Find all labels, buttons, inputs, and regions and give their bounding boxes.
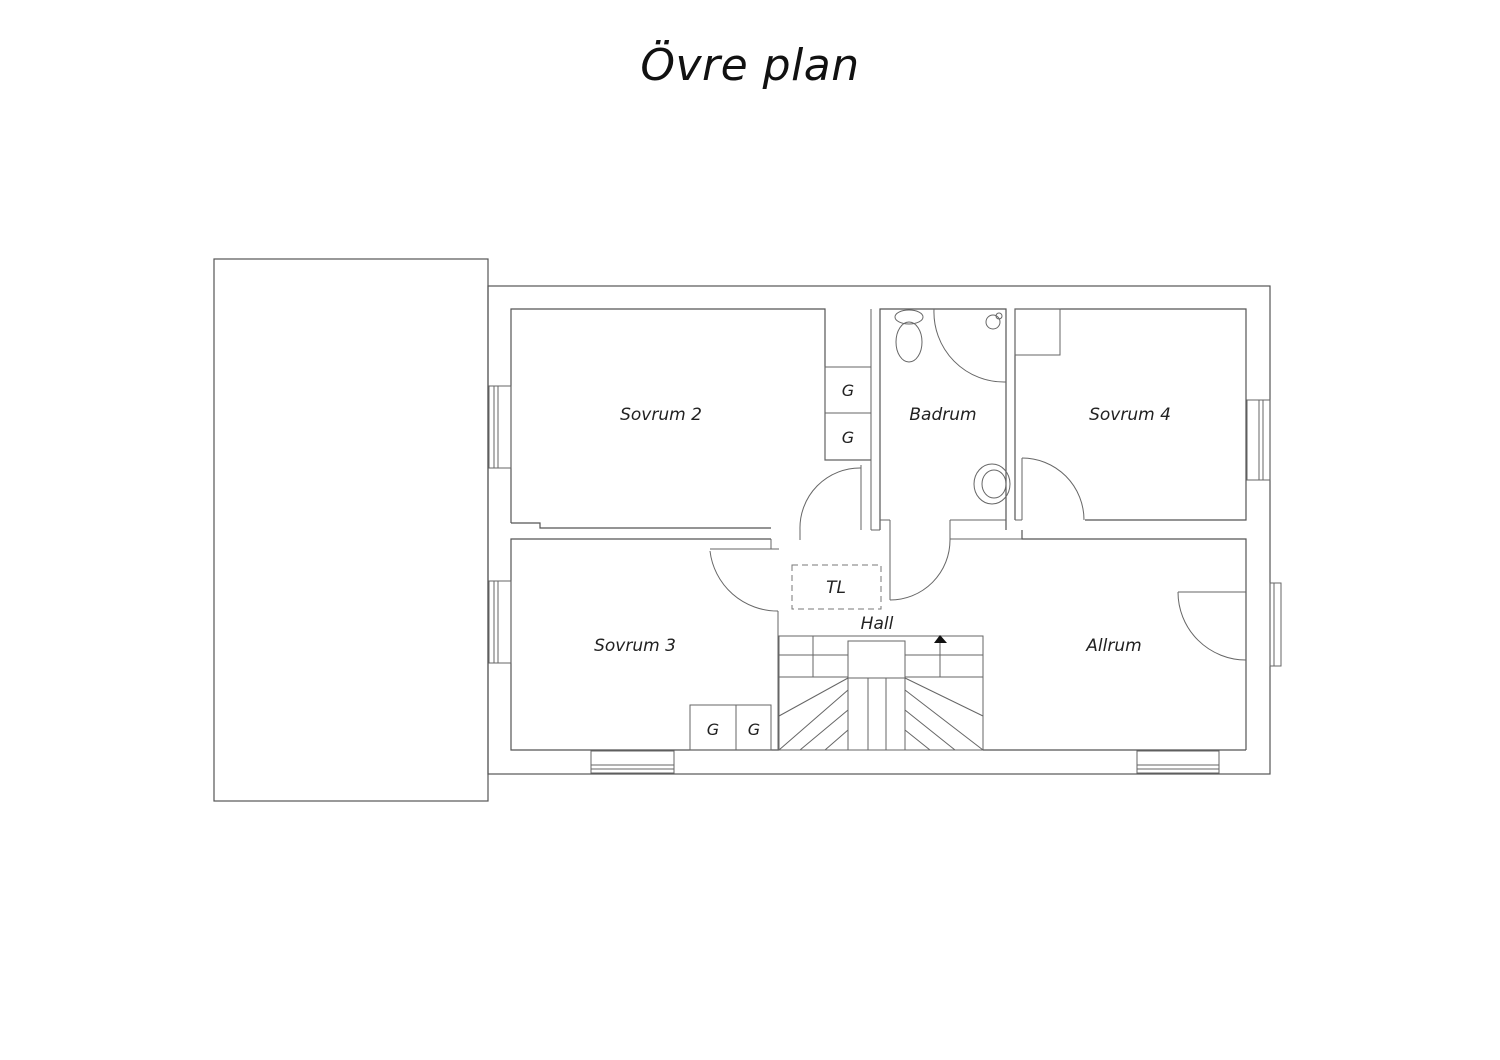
label-linen-closet: TL xyxy=(826,578,846,598)
window-left-lower xyxy=(488,580,512,664)
allrum-door xyxy=(1177,582,1282,667)
label-hall: Hall xyxy=(861,614,894,634)
window-left-upper xyxy=(488,385,512,469)
hall-walls xyxy=(799,467,1247,750)
outer-wall xyxy=(487,285,1271,775)
linen-closet xyxy=(791,564,882,610)
label-sovrum-2: Sovrum 2 xyxy=(620,405,702,425)
label-badrum: Badrum xyxy=(909,405,976,425)
closet-label: G xyxy=(842,428,854,447)
window-bottom-right xyxy=(1136,750,1220,774)
closet-group-upper xyxy=(824,309,872,530)
annex-block xyxy=(213,258,489,802)
room-sovrum-3 xyxy=(510,538,779,751)
room-badrum xyxy=(879,308,1011,601)
closet-label: G xyxy=(842,381,854,400)
room-sovrum-4 xyxy=(1014,308,1247,521)
window-right xyxy=(1246,399,1271,481)
page-title: Övre plan xyxy=(640,40,860,91)
staircase xyxy=(778,635,984,751)
closet-label: G xyxy=(748,720,760,739)
closet-label: G xyxy=(707,720,719,739)
window-bottom-left xyxy=(590,750,675,774)
label-sovrum-4: Sovrum 4 xyxy=(1089,405,1171,425)
label-allrum: Allrum xyxy=(1085,636,1141,656)
label-sovrum-3: Sovrum 3 xyxy=(594,636,676,656)
